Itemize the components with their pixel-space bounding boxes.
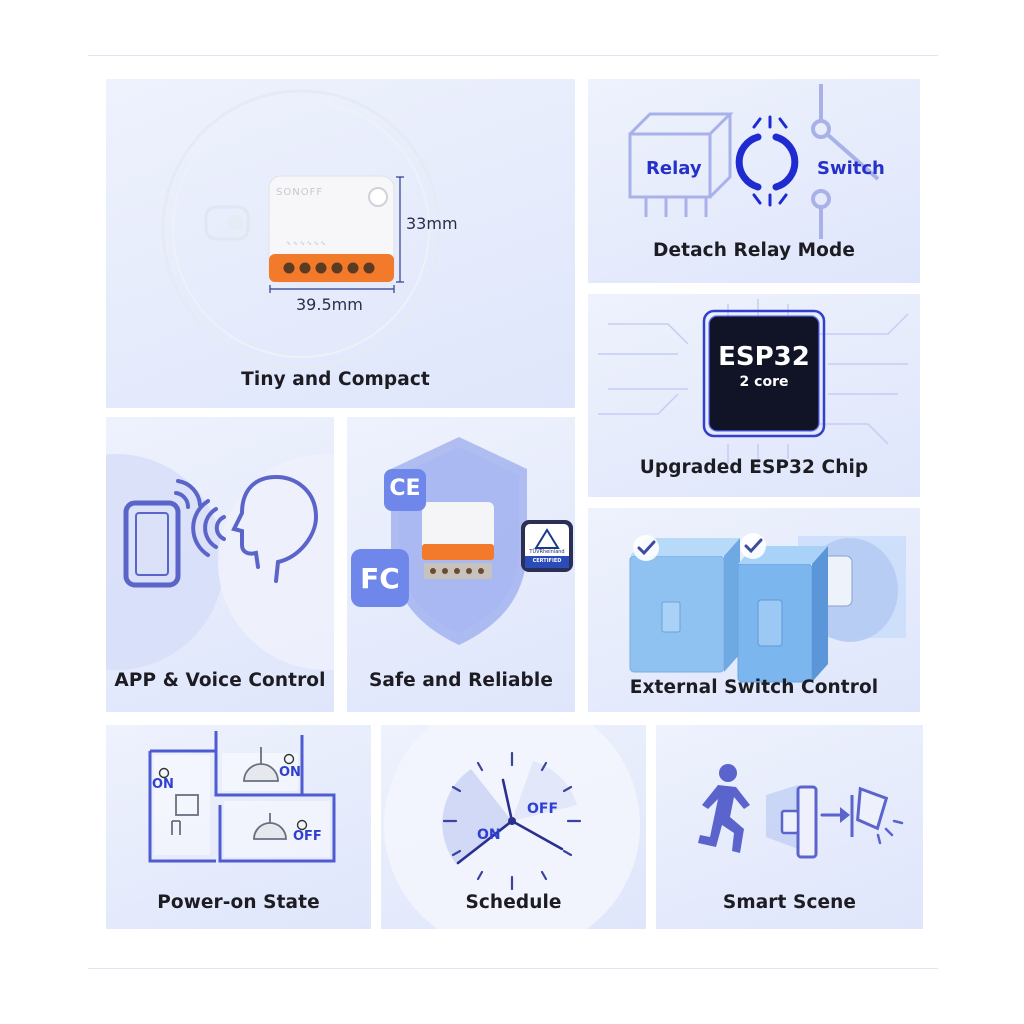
state-on-a: ON — [152, 777, 174, 792]
voice-head-icon — [191, 474, 319, 583]
bottom-divider — [88, 968, 938, 969]
chip-cores: 2 core — [739, 374, 789, 390]
floorplan — [148, 731, 336, 863]
power-icon — [296, 819, 308, 831]
schedule-off: OFF — [527, 801, 559, 817]
feature-label: Detach Relay Mode — [653, 240, 855, 261]
switch-icon — [811, 84, 880, 239]
fc-text: FC — [360, 562, 400, 595]
device-brand: SONOFF — [276, 187, 324, 198]
tuv-sub: CERTIFIED — [532, 558, 562, 564]
relay-switch-illustration — [628, 84, 880, 239]
feature-label: APP & Voice Control — [114, 670, 326, 691]
state-off: OFF — [293, 829, 322, 844]
power-icon — [158, 767, 170, 779]
feature-card-external-switch: External Switch Control — [588, 508, 920, 712]
phone-icon — [123, 500, 181, 588]
width-dimension: 39.5mm — [296, 295, 363, 314]
chip-illustration — [598, 299, 909, 469]
svg-text:∿ ∿ ∿ ∿ ∿ ∿: ∿ ∿ ∿ ∿ ∿ ∿ — [286, 240, 326, 247]
scene-illustration — [698, 764, 904, 859]
feature-label: Upgraded ESP32 Chip — [639, 457, 869, 478]
feature-card-smart-scene: Smart Scene — [656, 725, 923, 929]
shield-illustration — [351, 437, 573, 645]
external-switch-illustration — [629, 533, 906, 683]
height-dimension: 33mm — [406, 214, 458, 233]
clock-ticks — [442, 751, 582, 891]
feature-label: Schedule — [465, 892, 562, 913]
feature-label: Power-on State — [157, 892, 320, 913]
on-sector — [442, 769, 512, 865]
ce-badge — [384, 469, 426, 511]
switch-text: Switch — [817, 158, 885, 179]
schedule-on: ON — [477, 827, 501, 843]
relay-icon — [628, 112, 734, 217]
off-sector — [512, 761, 577, 821]
clock-illustration — [384, 725, 640, 929]
power-icon — [283, 753, 295, 765]
feature-card-esp32: ESP32 2 core Upgraded ESP32 Chip — [588, 294, 920, 497]
check-icon — [740, 533, 766, 559]
feature-card-tiny-compact: ∿ ∿ ∿ ∿ ∿ ∿ SONOFF 33mm 39.5mm Tiny and … — [106, 79, 575, 408]
ce-text: CE — [389, 476, 421, 501]
tuv-name: TÜVRheinland — [529, 549, 565, 555]
broken-link-icon — [735, 133, 799, 191]
ceiling-lamp — [243, 747, 287, 840]
top-divider — [88, 55, 938, 56]
feature-label: Safe and Reliable — [369, 670, 553, 691]
feature-label: External Switch Control — [629, 677, 879, 698]
feature-card-safe-reliable: CE FC TÜVRheinland CERTIFIED Safe and Re… — [347, 417, 575, 712]
junction-box-ring — [161, 89, 441, 369]
check-icon — [633, 535, 659, 561]
chip-body — [709, 316, 819, 431]
feature-card-app-voice: APP & Voice Control — [106, 417, 334, 712]
signal-icon — [174, 491, 191, 509]
clock-hands — [456, 778, 564, 865]
chip-outline — [702, 309, 826, 438]
running-person-icon — [698, 764, 750, 853]
floorplan-illustration — [148, 731, 336, 863]
fc-badge — [351, 549, 409, 607]
relay-text: Relay — [646, 158, 702, 179]
device-button — [368, 187, 388, 207]
device-illustration: ∿ ∿ ∿ ∿ ∿ ∿ — [161, 89, 441, 369]
chip-name: ESP32 — [718, 342, 810, 372]
feature-card-schedule: ON OFF Schedule — [381, 725, 646, 929]
feature-label: Tiny and Compact — [241, 369, 430, 390]
motion-sensor-icon — [796, 785, 818, 859]
app-voice-illustration — [106, 454, 334, 670]
feature-card-power-on: ON ON OFF Power-on State — [106, 725, 371, 929]
feature-label: Smart Scene — [722, 892, 857, 913]
state-on-b: ON — [279, 765, 301, 780]
feature-card-detach-relay: Relay Switch Detach Relay Mode — [588, 79, 920, 283]
lamp-icon — [856, 786, 889, 831]
